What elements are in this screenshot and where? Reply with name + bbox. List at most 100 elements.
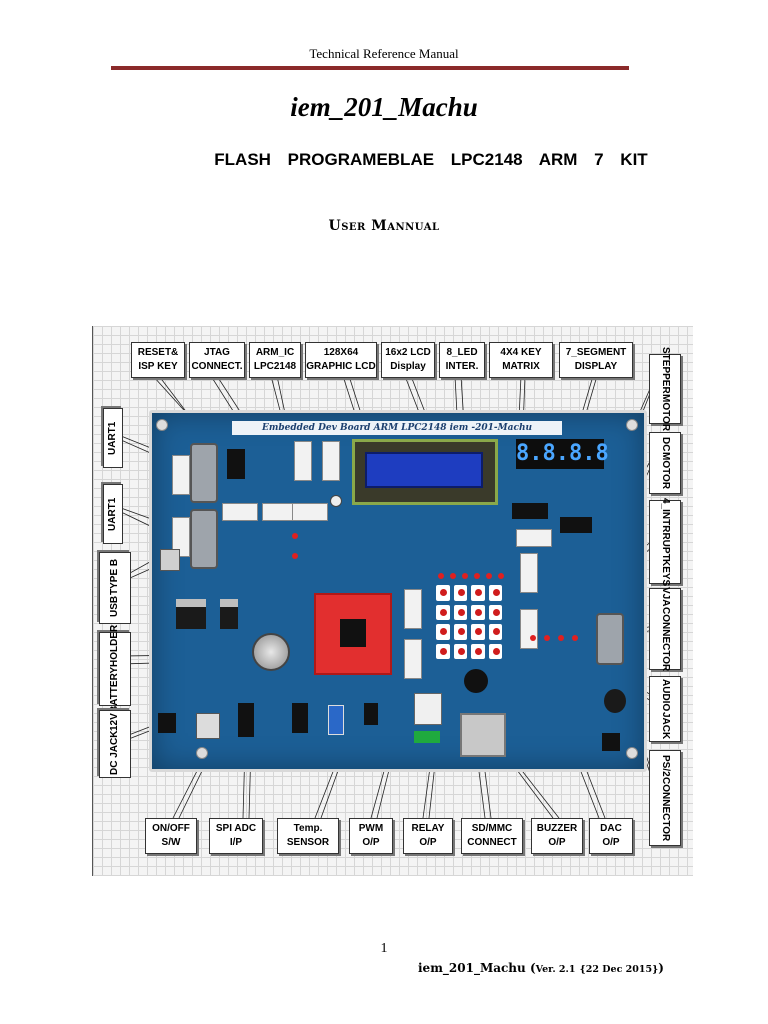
label-line: HOLDER	[109, 624, 120, 668]
key	[471, 643, 485, 659]
ic-chip	[512, 503, 548, 519]
usb-b-connector	[160, 549, 180, 571]
key	[453, 624, 467, 640]
label-line: BUZZER	[536, 823, 578, 834]
label-line: O/P	[548, 837, 566, 848]
label-line: BATTERY	[109, 667, 120, 714]
key	[488, 643, 502, 659]
label-line: RESET&	[137, 347, 179, 358]
contrast-pot	[330, 495, 342, 507]
label-line: Display	[390, 361, 426, 372]
coin-cell-battery	[252, 633, 290, 671]
document-subtitle: FLASH PROGRAMEBLAE LPC2148 ARM 7 KIT	[214, 150, 648, 169]
audio-jack	[602, 733, 620, 751]
header-connector	[172, 455, 190, 495]
label-line: INTER.	[445, 361, 479, 372]
uart0-db9-connector	[190, 443, 218, 503]
footer-open-paren: (	[529, 961, 536, 975]
mounting-hole	[626, 747, 638, 759]
label-line: 128X64	[323, 347, 359, 358]
label-line: CONNECT.	[191, 361, 243, 372]
label-line: UART1	[107, 421, 118, 455]
lcd-screen	[365, 452, 483, 488]
mounting-hole	[626, 419, 638, 431]
lcd-16x2-module	[352, 439, 498, 505]
label-line: PS/2	[660, 755, 671, 777]
label-line: SENSOR	[286, 837, 330, 848]
header-rule	[111, 66, 629, 70]
key	[436, 604, 450, 620]
keypad-4x4	[436, 585, 502, 659]
label-line: USB	[109, 595, 120, 617]
label-line: DC	[660, 437, 671, 452]
header-connector	[222, 503, 258, 521]
voltage-regulator	[220, 599, 238, 629]
label-line: I/P	[229, 837, 243, 848]
key	[453, 643, 467, 659]
header-connector	[172, 517, 190, 557]
label-uart1-bottom: UART1	[103, 484, 123, 544]
label-line: 12V	[109, 712, 120, 731]
ic-chip	[364, 703, 378, 725]
section-title: User Mannual	[328, 218, 440, 234]
label-16x2-lcd: 16x2 LCD Display	[381, 342, 435, 378]
vga-db15-connector	[596, 613, 624, 665]
key	[436, 624, 450, 640]
footer: iem_201_Machu (Ver. 2.1 {22 Dec 2015})	[418, 961, 664, 975]
board-figure: Embedded Dev Board ARM LPC2148 iem -201-…	[92, 326, 693, 876]
header-connector	[404, 639, 422, 679]
footer-date: {22 Dec 2015}	[579, 964, 659, 975]
label-line: O/P	[602, 837, 620, 848]
label-line: STEPPER	[660, 347, 671, 394]
label-line: VJA	[660, 587, 671, 607]
mcu-socket	[314, 593, 392, 675]
label-line: DC JACK	[109, 730, 120, 776]
header-connector	[292, 503, 328, 521]
label-line: Temp.	[293, 823, 323, 834]
ps2-connector	[604, 689, 626, 713]
header-connector	[520, 609, 538, 649]
uart1-db9-connector	[190, 509, 218, 569]
sd-mmc-socket	[460, 713, 506, 757]
label-line: SPI ADC	[215, 823, 257, 834]
label-line: O/P	[362, 837, 380, 848]
led	[486, 573, 492, 579]
label-line: ARM_IC	[255, 347, 295, 358]
label-line: MOTOR	[660, 393, 671, 431]
label-line: GRAPHIC LCD	[306, 361, 376, 372]
board-silkscreen-title: Embedded Dev Board ARM LPC2148 iem -201-…	[232, 421, 562, 435]
footer-doc-name: iem_201_Machu	[418, 961, 526, 975]
key	[453, 604, 467, 620]
header-connector	[294, 441, 312, 481]
header-connector	[322, 441, 340, 481]
label-line: TYPE B	[109, 559, 120, 596]
key	[488, 604, 502, 620]
ic-chip	[560, 517, 592, 533]
footer-close-paren: )	[658, 961, 664, 975]
label-line: 16x2 LCD	[385, 347, 431, 358]
dev-board: Embedded Dev Board ARM LPC2148 iem -201-…	[149, 410, 647, 772]
dc-power-jack	[158, 713, 176, 733]
interrupt-key	[530, 635, 536, 641]
label-line: O/P	[419, 837, 437, 848]
label-line: 8_LED	[446, 347, 478, 358]
header-connector	[520, 553, 538, 593]
isp-button	[292, 553, 298, 559]
led	[450, 573, 456, 579]
key	[488, 585, 502, 601]
key	[471, 624, 485, 640]
key	[453, 585, 467, 601]
label-line: LPC2148	[253, 361, 297, 372]
mounting-hole	[196, 747, 208, 759]
label-line: JACK	[660, 711, 671, 739]
